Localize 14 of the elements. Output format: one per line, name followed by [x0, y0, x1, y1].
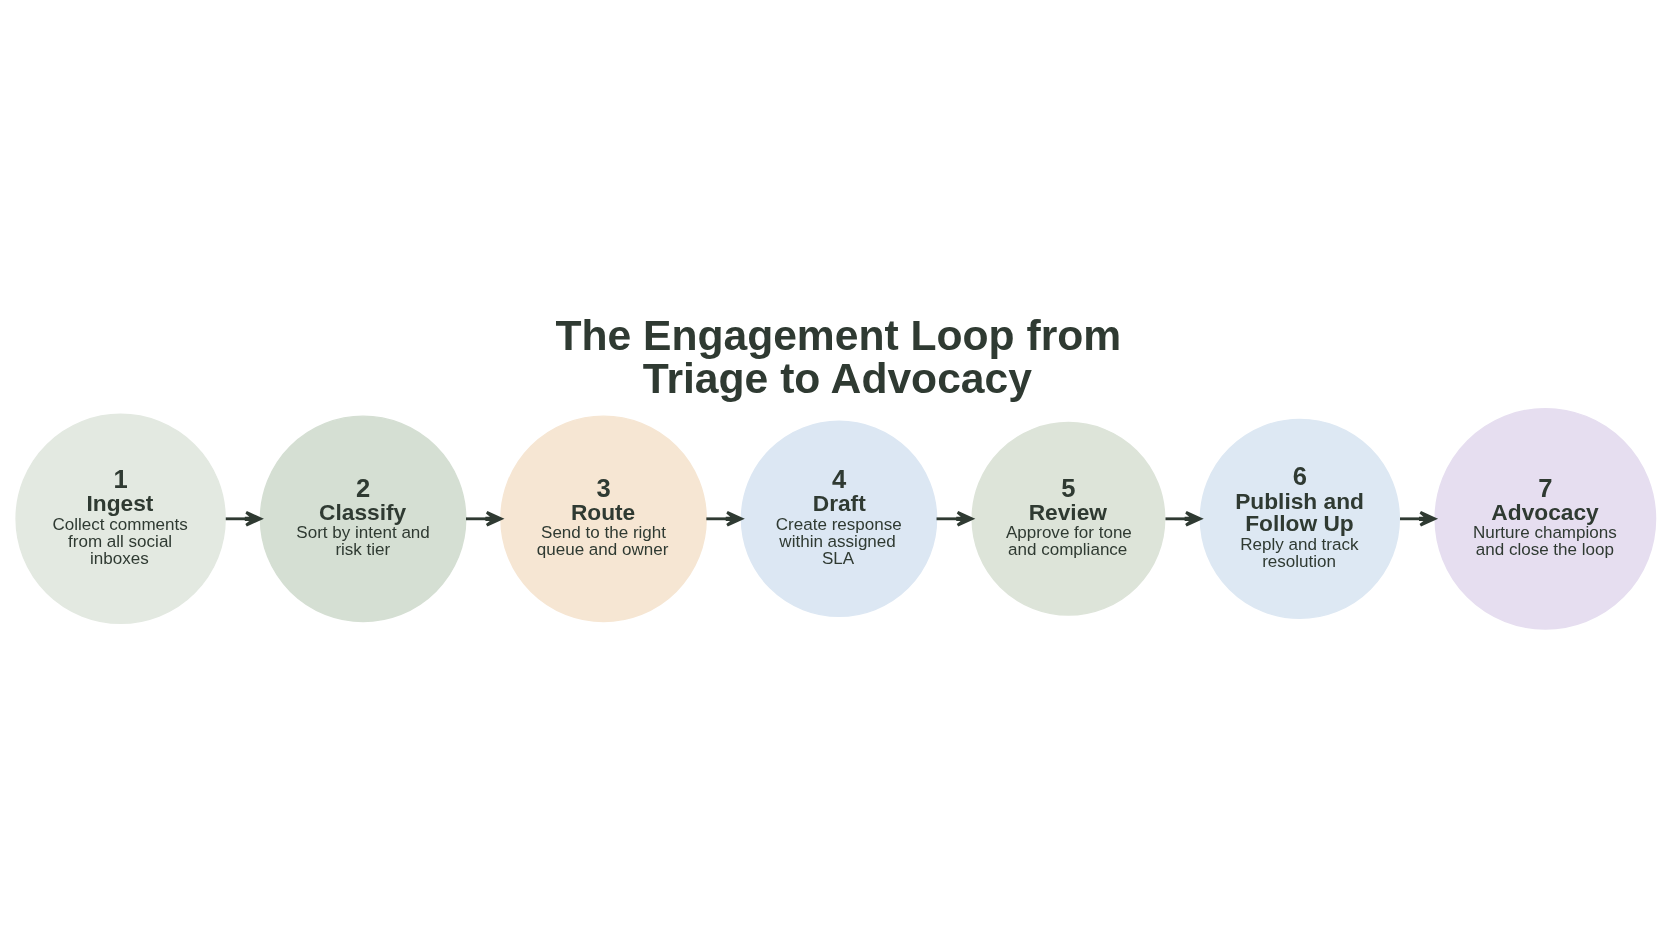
node-circle: 2 Classify Sort by intent and risk tier [259, 415, 467, 623]
arrow [1400, 511, 1437, 527]
node-circle: 4 Draft Create response within assigned SLA [740, 420, 938, 618]
arrow [466, 511, 503, 527]
node-circle: 1 Ingest Collect comments from all social inboxes [15, 413, 226, 625]
arrow [706, 511, 743, 527]
node-circle: 6 Publish and Follow Up Reply and track resolution [1199, 418, 1401, 619]
arrow [225, 511, 262, 527]
arrow [1165, 511, 1202, 527]
diagram-title: The Engagement Loop from Triage to Advocacy [555, 311, 1122, 402]
node-circle: 5 Review Approve for tone and compliance [971, 421, 1166, 616]
node-circle: 7 Advocacy Nurture champions and close the loop [1434, 407, 1657, 630]
node-circle: 3 Route Send to the right queue and owner [500, 415, 707, 623]
arrow [936, 511, 974, 527]
